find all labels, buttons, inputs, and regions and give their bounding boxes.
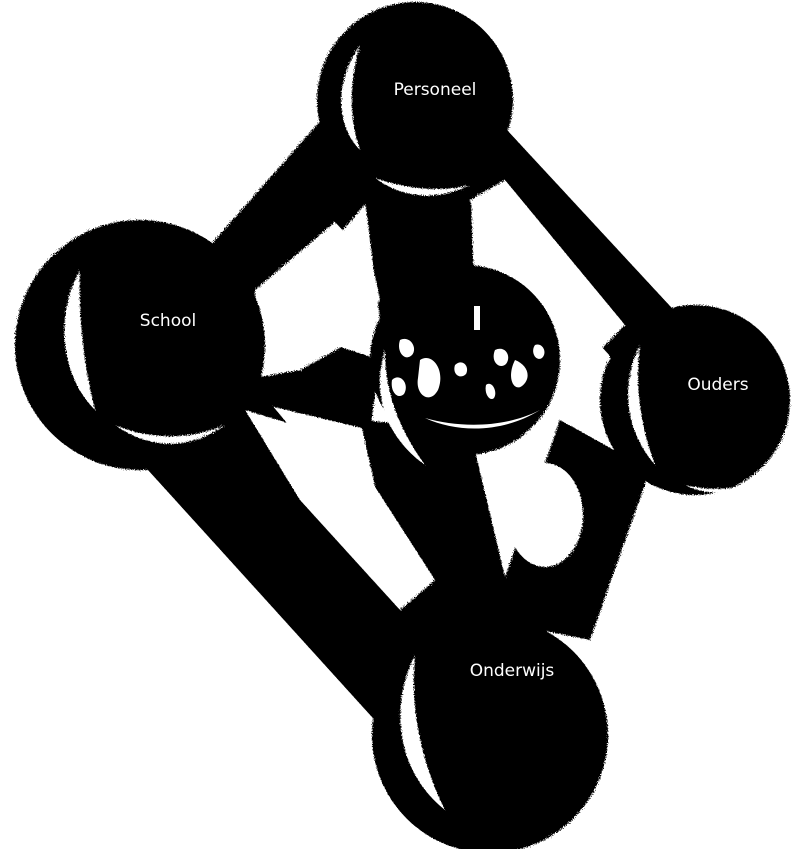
gap-lower-right	[507, 463, 583, 567]
node-ouders	[600, 305, 790, 495]
node-label-school: School	[140, 311, 196, 331]
node-school	[15, 220, 265, 470]
node-personeel	[317, 2, 513, 198]
node-label-ouders: Ouders	[687, 375, 748, 395]
node-label-onderwijs: Onderwijs	[470, 661, 555, 681]
node-onderwijs	[372, 617, 608, 849]
node-label-personeel: Personeel	[394, 80, 477, 100]
